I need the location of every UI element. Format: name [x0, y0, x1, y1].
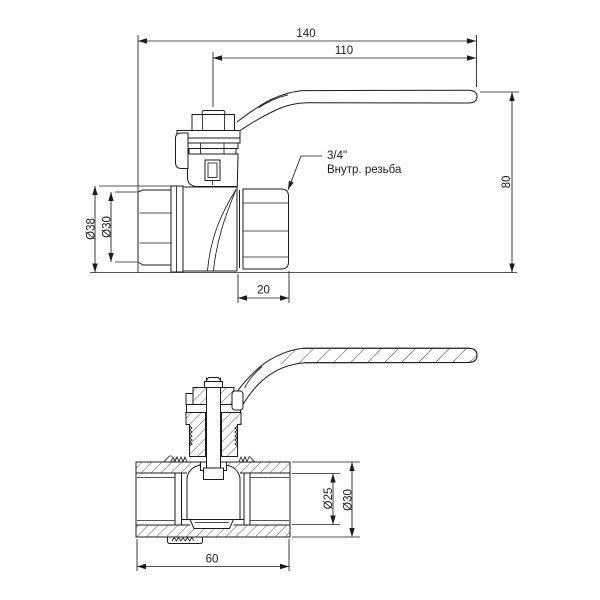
dim-handle-length-label: 110: [335, 45, 353, 57]
thread-note-size: 3/4": [327, 150, 347, 162]
ball-seat: [189, 519, 235, 529]
handle-lock-clip: [175, 132, 189, 169]
handle-hub: [231, 390, 244, 411]
side-view: [137, 89, 478, 273]
stem-washer: [201, 110, 226, 115]
valve-body: [182, 186, 238, 272]
dim-hex-length-label: 20: [257, 285, 270, 297]
right-hex-coupling: [242, 188, 289, 270]
dim-outer-diameter-label: Ø30: [343, 489, 355, 511]
packing-plate: [186, 142, 239, 149]
handle-lever: [236, 89, 478, 132]
thread-note-text: Внутр. резьба: [327, 164, 402, 176]
dim-thread-diameter-label: Ø30: [102, 216, 114, 238]
dim-overall-length-label: 140: [296, 28, 315, 40]
dim-flange-diameter-label: Ø38: [86, 218, 98, 240]
dimensions-section: Ø25 Ø30 60: [136, 461, 360, 571]
dim-body-length-label: 60: [206, 554, 219, 566]
left-hex-coupling: [137, 189, 172, 266]
gland-plate: [188, 148, 237, 155]
stem-tab: [203, 467, 224, 480]
dimensions-side: 140 110 Ø38 Ø30 80 20 3/4" Внутр. резьба: [86, 28, 519, 303]
stem-nut: [191, 114, 235, 131]
dim-height-label: 80: [501, 176, 513, 189]
section-view: [135, 347, 478, 544]
dim-bore-diameter-label: Ø25: [323, 488, 335, 510]
valve-flange: [170, 185, 184, 273]
